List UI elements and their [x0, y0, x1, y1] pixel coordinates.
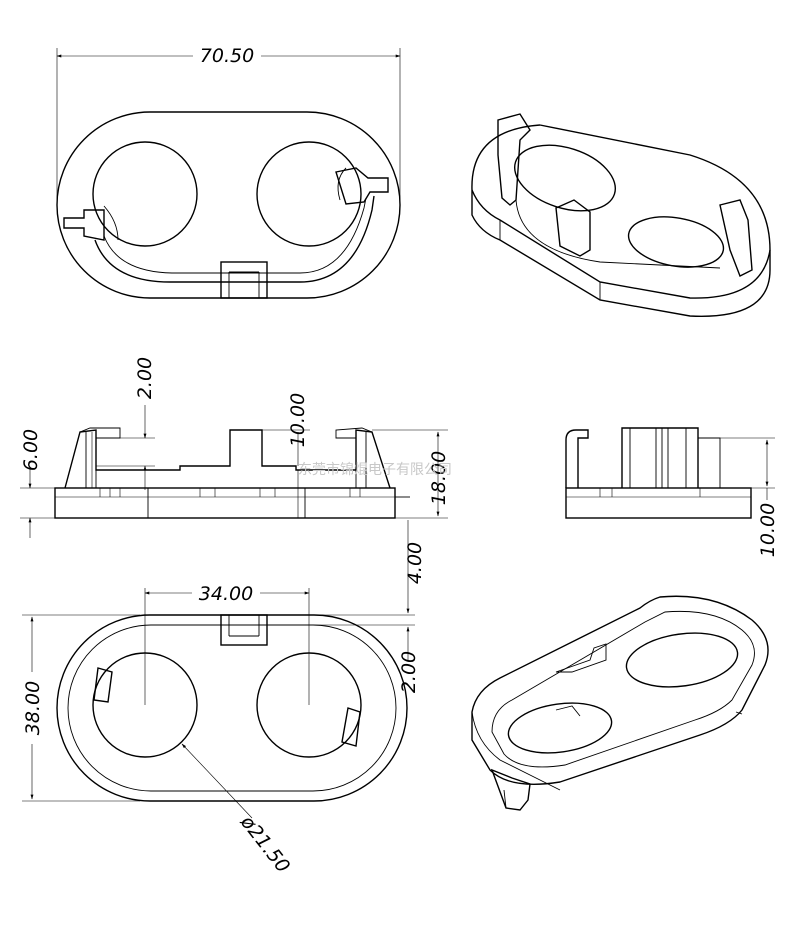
front-view: 6.00 2.00 10.00 18.00 东莞市锦焜电子有限公司 — [20, 357, 452, 538]
dim-side-height: 10.00 — [757, 503, 779, 557]
top-view-clip-left — [63, 209, 105, 241]
iso-view-bottom — [471, 595, 769, 811]
dim-width: 38.00 — [22, 681, 44, 735]
bottom-view: 34.00 38.00 4.00 2.00 ø21.50 — [22, 520, 426, 877]
dim-height-total: 18.00 — [428, 451, 450, 505]
dim-height-body: 10.00 — [287, 393, 309, 447]
front-view-base — [54, 487, 396, 519]
dim-cell-diameter: ø21.50 — [235, 811, 294, 877]
top-view-cell-right — [256, 141, 362, 247]
top-view-tab — [220, 261, 268, 299]
top-view-rail-inner — [103, 197, 367, 274]
dim-gap-top: 4.00 — [404, 542, 426, 584]
side-view: 10.00 — [565, 427, 779, 557]
top-view: 70.50 — [56, 44, 401, 299]
dim-height-side: 6.00 — [20, 429, 42, 471]
top-view-rail-outer — [94, 195, 375, 283]
dim-height-pin: 2.00 — [134, 357, 156, 399]
dim-overall-length: 70.50 — [200, 45, 254, 67]
top-view-clip-right — [335, 167, 389, 205]
bottom-view-tab — [220, 614, 268, 646]
front-view-body — [64, 429, 391, 489]
watermark: 东莞市锦焜电子有限公司 — [298, 461, 452, 478]
dim-center-distance: 34.00 — [199, 583, 253, 605]
top-view-cell-left — [92, 141, 198, 247]
bottom-view-inner-outline — [67, 624, 397, 792]
dim-offset: 2.00 — [398, 651, 420, 693]
iso-view-top — [471, 113, 771, 317]
bottom-view-outline — [56, 614, 408, 802]
top-view-outline — [56, 111, 401, 299]
